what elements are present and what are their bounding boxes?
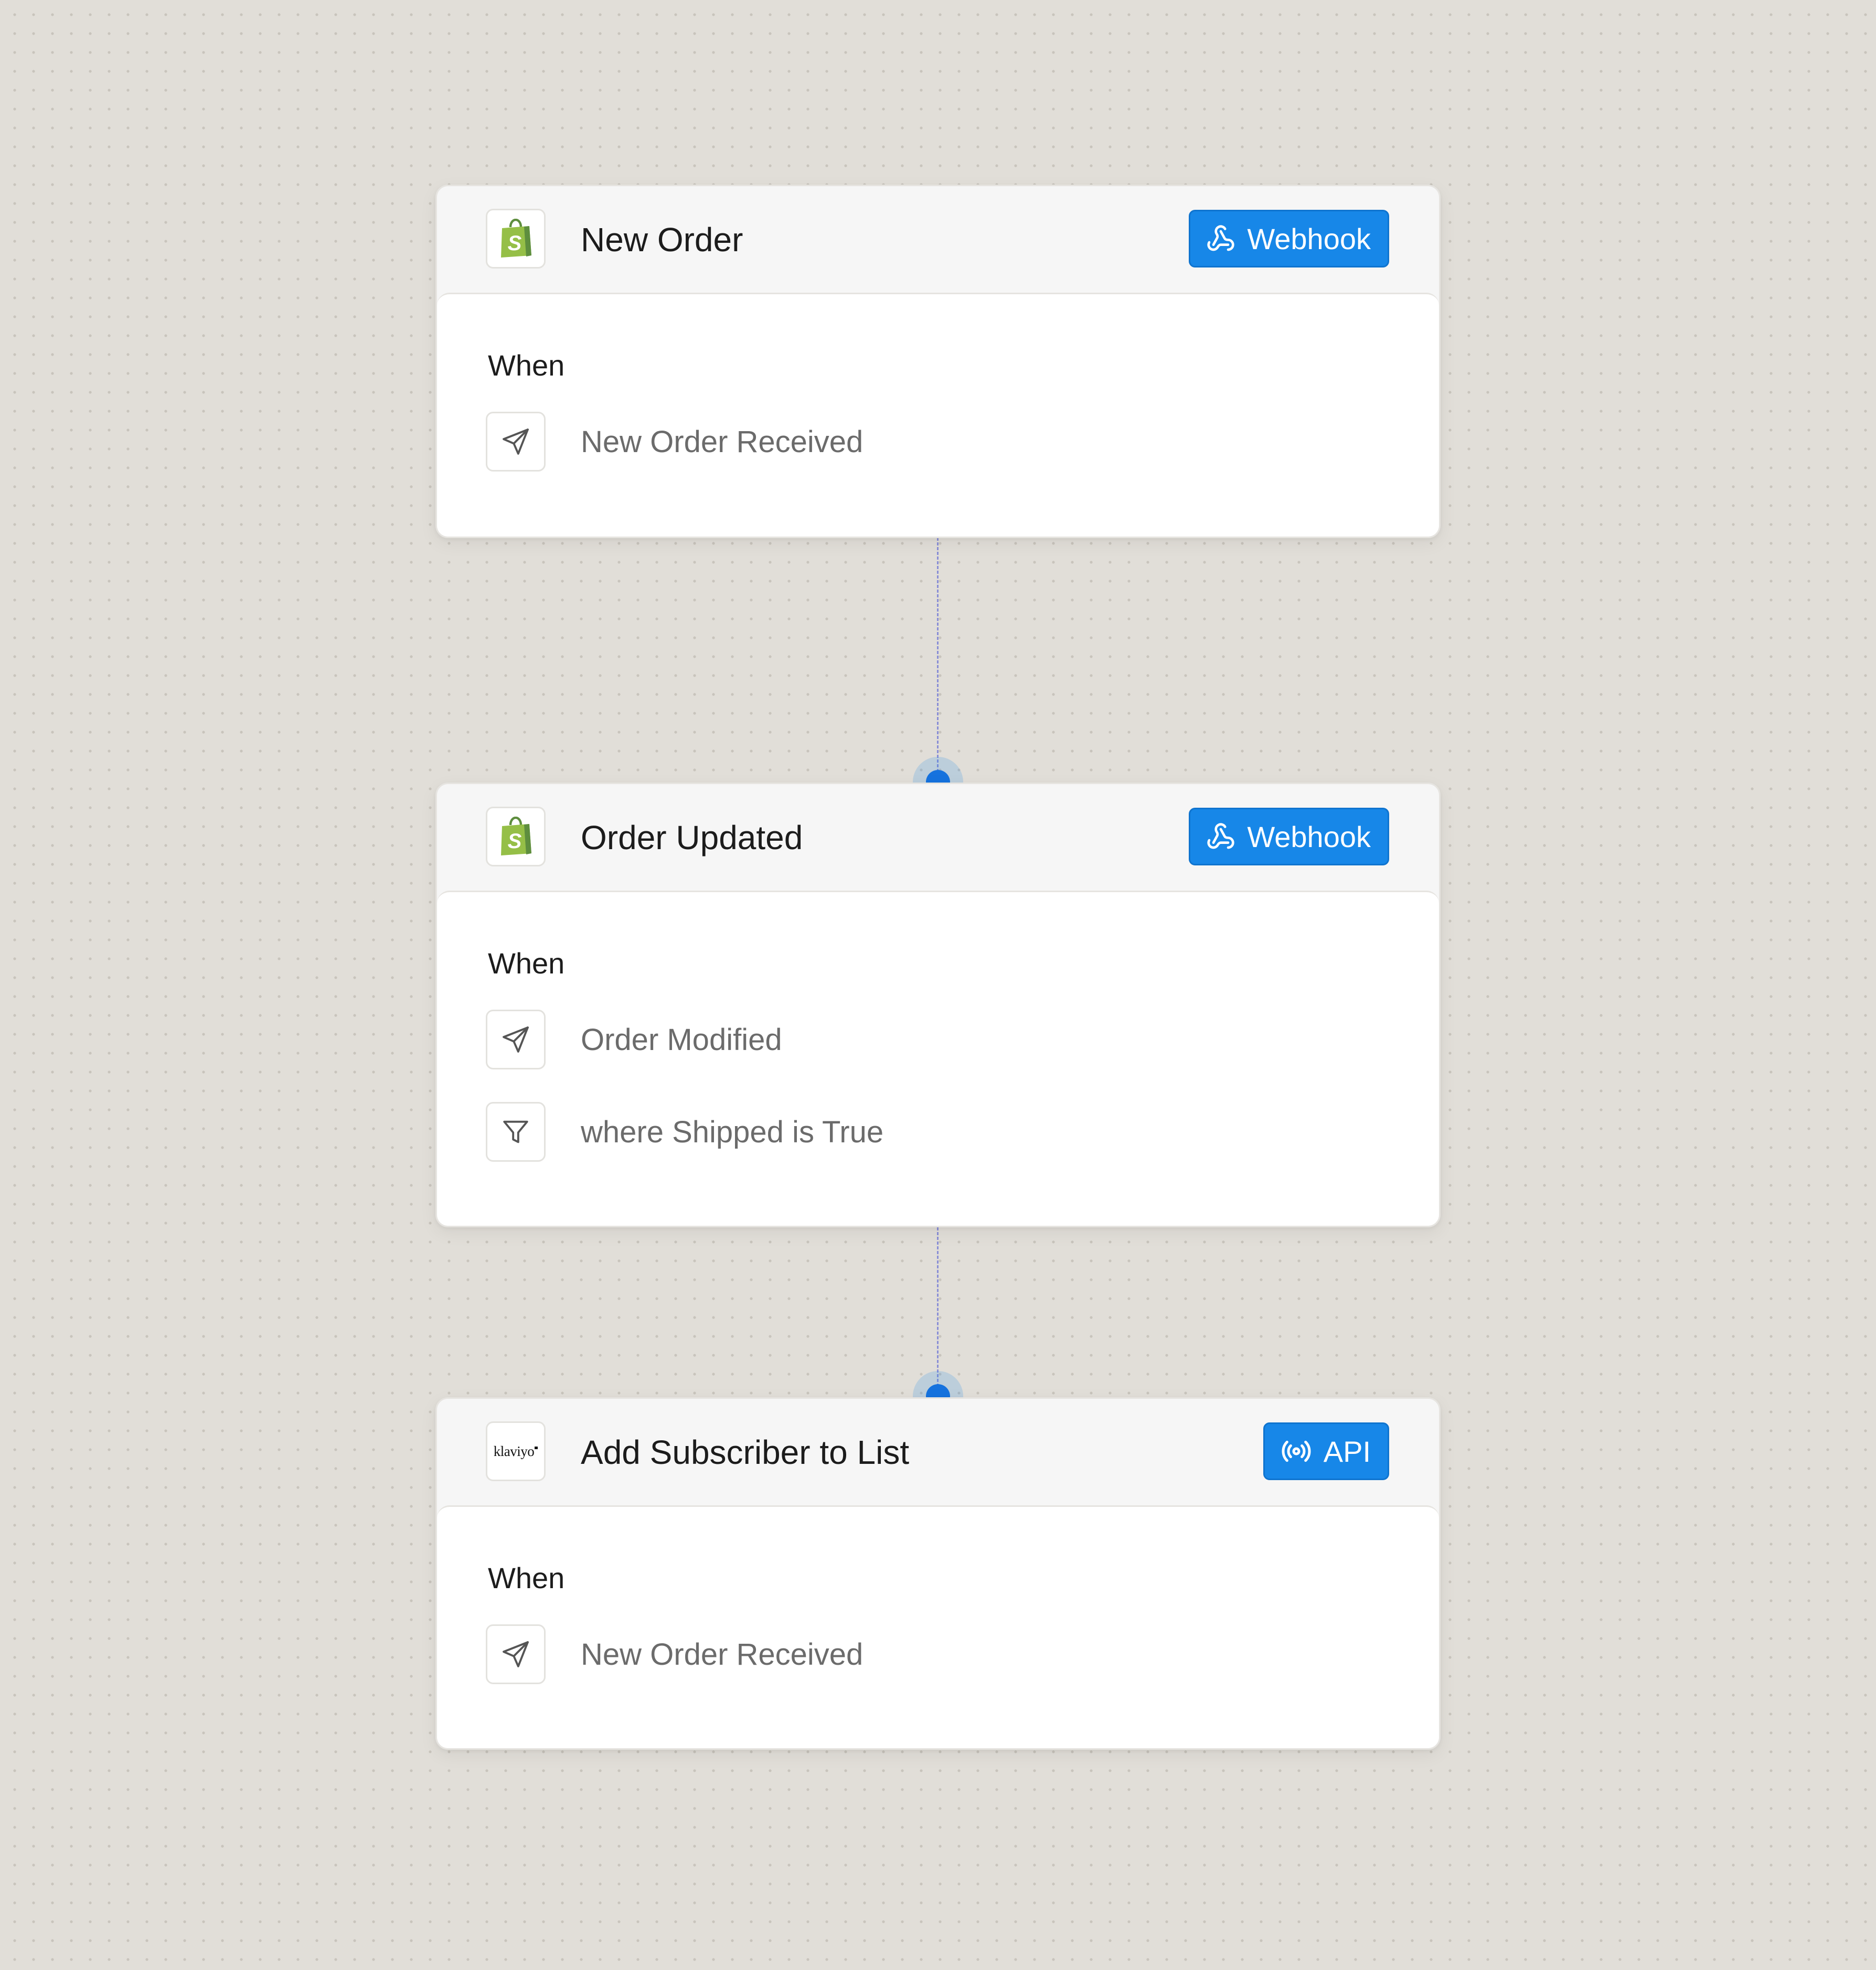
condition-text: New Order Received <box>581 424 864 459</box>
when-label: When <box>488 349 565 382</box>
shopify-bag-icon: S <box>486 209 546 269</box>
api-badge[interactable]: API <box>1263 1422 1389 1480</box>
badge-label: API <box>1323 1434 1371 1468</box>
broadcast-icon <box>1281 1436 1312 1467</box>
step-header: klaviyo Add Subscriber to List API <box>437 1399 1439 1505</box>
condition-text: New Order Received <box>581 1637 864 1672</box>
step-title: Add Subscriber to List <box>581 1433 910 1471</box>
connector-line <box>937 1227 939 1396</box>
connector-line <box>937 538 939 781</box>
step-header: S New Order Webhook <box>437 186 1439 293</box>
step-title: New Order <box>581 220 743 259</box>
svg-text:S: S <box>508 232 522 255</box>
webhook-badge[interactable]: Webhook <box>1189 808 1389 865</box>
condition-text: Order Modified <box>581 1022 782 1057</box>
send-icon <box>486 1010 546 1069</box>
filter-icon <box>486 1102 546 1162</box>
condition-row[interactable]: Order Modified <box>486 1010 1325 1069</box>
webhook-icon <box>1206 224 1235 253</box>
svg-text:S: S <box>508 830 522 853</box>
step-title: Order Updated <box>581 818 803 856</box>
when-label: When <box>488 947 565 980</box>
klaviyo-logo: klaviyo <box>486 1421 546 1481</box>
condition-row[interactable]: New Order Received <box>486 1624 1325 1684</box>
workflow-step-order-updated[interactable]: S Order Updated Webhook When <box>435 783 1441 1227</box>
shopify-bag-icon: S <box>486 807 546 866</box>
condition-row[interactable]: where Shipped is True <box>486 1102 1325 1162</box>
badge-label: Webhook <box>1247 820 1371 853</box>
webhook-badge[interactable]: Webhook <box>1189 210 1389 267</box>
step-header: S Order Updated Webhook <box>437 784 1439 891</box>
workflow-step-new-order[interactable]: S New Order Webhook When <box>435 185 1441 538</box>
condition-text: where Shipped is True <box>581 1115 884 1149</box>
when-label: When <box>488 1561 565 1594</box>
step-body: When Order Modified where Shipped is Tru… <box>437 891 1439 1226</box>
step-body: When New Order Received <box>437 293 1439 537</box>
send-icon <box>486 412 546 472</box>
badge-label: Webhook <box>1247 222 1371 255</box>
workflow-step-add-subscriber[interactable]: klaviyo Add Subscriber to List API When <box>435 1397 1441 1750</box>
step-body: When New Order Received <box>437 1505 1439 1748</box>
webhook-icon <box>1206 822 1235 851</box>
send-icon <box>486 1624 546 1684</box>
condition-row[interactable]: New Order Received <box>486 412 1325 472</box>
